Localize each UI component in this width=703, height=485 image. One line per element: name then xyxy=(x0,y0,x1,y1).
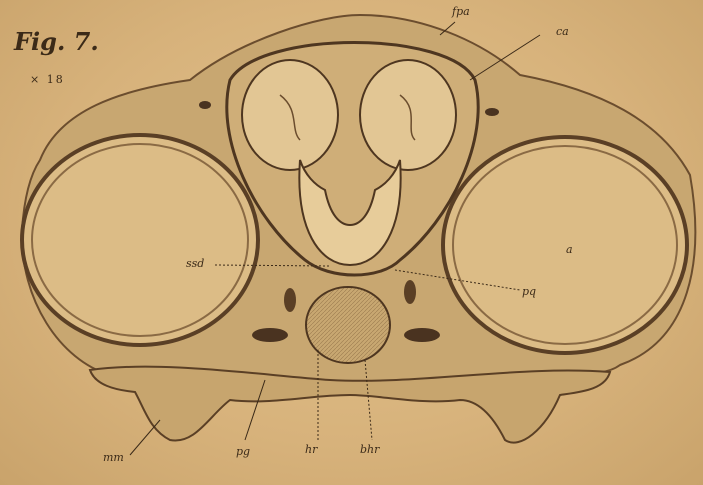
label-eye: a xyxy=(566,244,573,255)
label-mm: mm xyxy=(103,452,124,463)
right-hemisphere xyxy=(360,60,456,170)
figure-scale: × 18 xyxy=(30,74,65,85)
left-eye-cavity xyxy=(22,135,258,345)
spinal-mass xyxy=(306,287,390,363)
right-eye-cavity xyxy=(443,137,687,353)
label-pq: pq xyxy=(522,286,536,297)
label-ssd: ssd xyxy=(186,258,204,269)
label-fpa: fpa xyxy=(452,6,470,17)
label-hr: hr xyxy=(305,444,317,455)
left-nerve-mark xyxy=(252,328,288,342)
label-bhr: bhr xyxy=(360,444,379,455)
label-pg: pg xyxy=(236,446,250,457)
right-nerve-mark xyxy=(404,328,440,342)
label-ca: ca xyxy=(556,26,569,37)
left-hemisphere xyxy=(242,60,338,170)
figure-title: Fig. 7. xyxy=(14,30,99,54)
